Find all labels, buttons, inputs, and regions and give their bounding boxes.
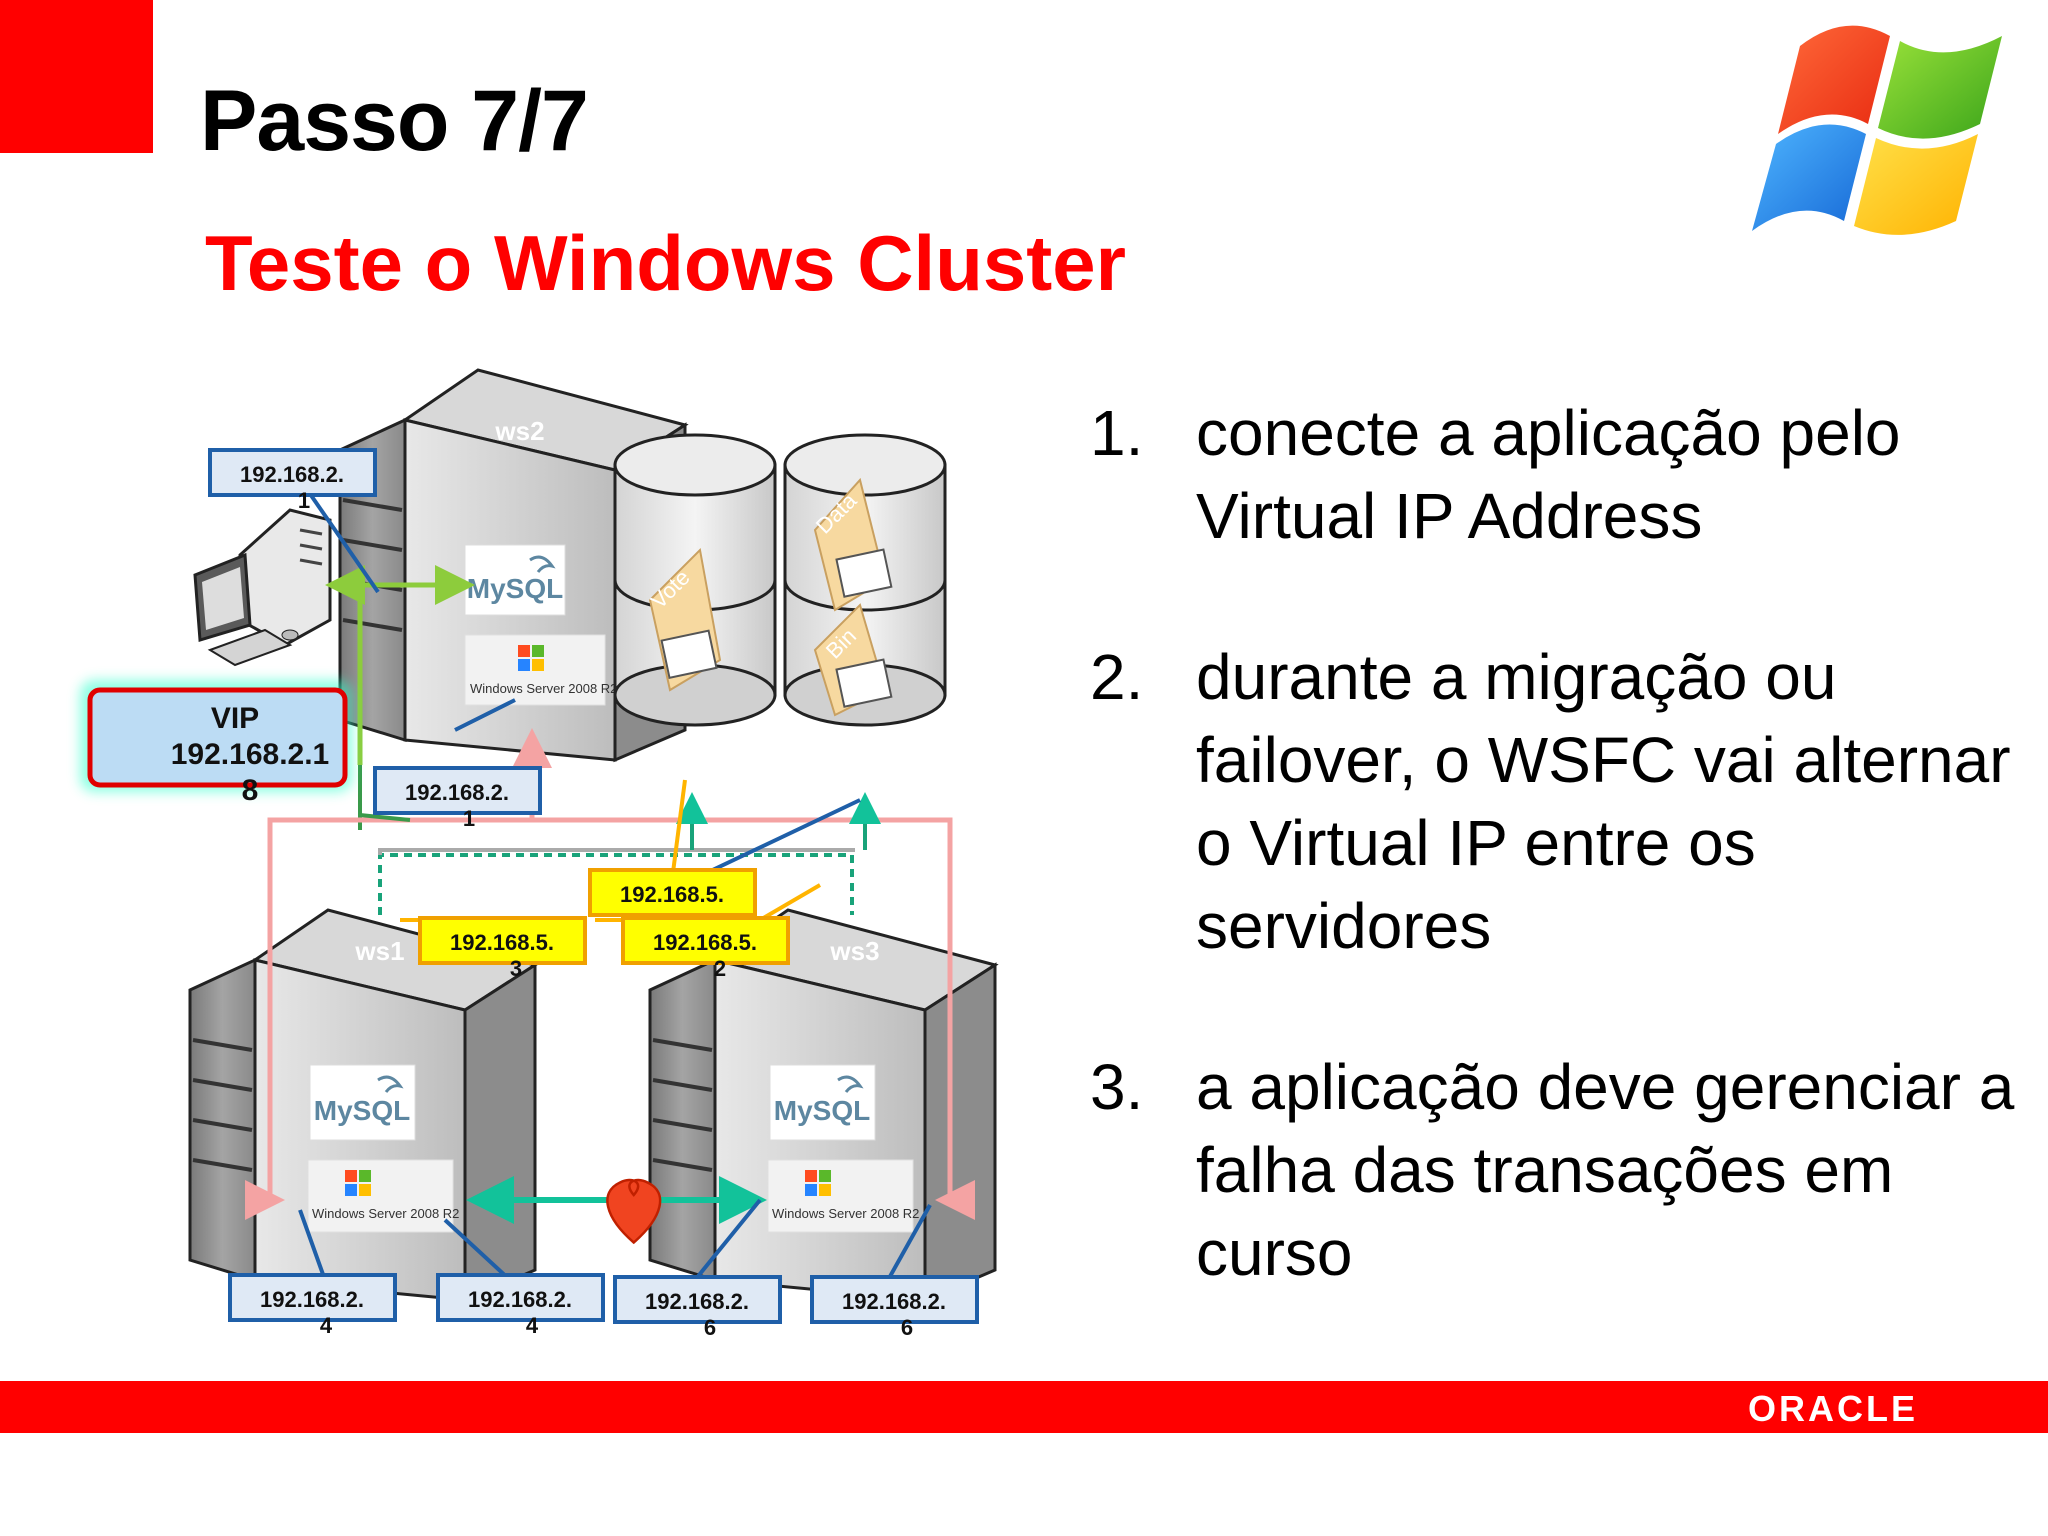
server-name-ws2: ws2 (494, 416, 544, 446)
step-text: conecte a aplicação pelo Virtual IP Addr… (1196, 397, 1901, 552)
step-text: a aplicação deve gerenciar a falha das t… (1196, 1051, 2015, 1289)
ws3-windows-badge: Windows Server 2008 R2 (767, 1159, 919, 1233)
oracle-logo: ORACLE (1748, 1388, 1918, 1429)
step-text: durante a migração ou failover, o WSFC v… (1196, 641, 2011, 962)
svg-text:192.168.5.: 192.168.5. (653, 930, 757, 955)
svg-text:192.168.2.: 192.168.2. (645, 1289, 749, 1314)
ip-label-ws3-right: 192.168.2. 6 (810, 1275, 979, 1340)
shared-disk-vote: Vote (613, 433, 777, 727)
step-item: 3. a aplicação deve gerenciar a falha da… (1090, 1046, 2040, 1295)
svg-text:4: 4 (526, 1313, 539, 1338)
ip-label-ws2-public: 192.168.2. 1 (373, 766, 542, 831)
slide-subtitle: Teste o Windows Cluster (205, 219, 1126, 307)
ws1-windows-badge: Windows Server 2008 R2 (307, 1159, 459, 1233)
step-number: 1. (1090, 397, 1144, 469)
svg-text:4: 4 (320, 1313, 333, 1338)
svg-text:2: 2 (714, 956, 726, 981)
heart-icon (606, 1178, 662, 1245)
ws3-mysql-badge: MySQL (769, 1064, 876, 1141)
corner-red-square (0, 0, 153, 153)
svg-text:192.168.2.: 192.168.2. (240, 462, 344, 487)
ip-label-ws3-left: 192.168.2. 6 (613, 1275, 782, 1340)
svg-text:192.168.2.: 192.168.2. (842, 1289, 946, 1314)
svg-text:192.168.2.: 192.168.2. (468, 1287, 572, 1312)
footer-bar (0, 1381, 2048, 1433)
client-computer (193, 508, 332, 667)
svg-text:192.168.5.: 192.168.5. (450, 930, 554, 955)
ip-label-ws3-private: 192.168.5. 2 (621, 916, 790, 981)
svg-text:192.168.5.: 192.168.5. (620, 882, 724, 907)
ws2-windows-badge: Windows Server 2008 R2 (464, 634, 617, 706)
svg-text:1: 1 (298, 488, 310, 513)
ip-label-ws1-right: 192.168.2. 4 (436, 1273, 605, 1338)
server-name-ws1: ws1 (354, 936, 404, 966)
step-item: 2. durante a migração ou failover, o WSF… (1090, 636, 2040, 968)
mysql-logo-text: MySQL (467, 573, 563, 604)
shared-disk-data: Data Bin (783, 433, 947, 727)
windows-server-text: Windows Server 2008 R2 (470, 681, 617, 696)
server-name-ws3: ws3 (829, 936, 879, 966)
svg-text:1: 1 (463, 806, 475, 831)
ip-label-ws2-private: 192.168.5. (588, 868, 757, 917)
vip-title: VIP (211, 702, 259, 735)
vip-box: VIP 192.168.2.1 8 (80, 680, 352, 807)
vip-address-wrap: 8 (242, 774, 259, 807)
mysql-logo-text: MySQL (774, 1095, 870, 1126)
vip-address: 192.168.2.1 (171, 738, 329, 771)
ip-label-ws1-private: 192.168.5. 3 (418, 916, 587, 981)
windows-logo-icon (1752, 25, 2002, 235)
ws1-mysql-badge: MySQL (309, 1064, 416, 1141)
cluster-diagram: ws2 MySQL Windows Server 2008 R2 Vote Da… (80, 368, 999, 1340)
mysql-logo-text: MySQL (314, 1095, 410, 1126)
svg-text:192.168.2.: 192.168.2. (260, 1287, 364, 1312)
slide-title: Passo 7/7 (200, 73, 589, 169)
svg-text:3: 3 (510, 956, 522, 981)
step-item: 1. conecte a aplicação pelo Virtual IP A… (1090, 392, 2040, 558)
step-number: 3. (1090, 1051, 1144, 1123)
ip-label-client: 192.168.2. 1 (208, 448, 377, 513)
steps-list: 1. conecte a aplicação pelo Virtual IP A… (1090, 392, 2040, 1373)
svg-text:6: 6 (704, 1315, 716, 1340)
windows-server-text: Windows Server 2008 R2 (312, 1206, 459, 1221)
step-number: 2. (1090, 641, 1144, 713)
windows-server-text: Windows Server 2008 R2 (772, 1206, 919, 1221)
ws2-mysql-badge: MySQL (464, 544, 566, 616)
svg-text:192.168.2.: 192.168.2. (405, 780, 509, 805)
svg-text:6: 6 (901, 1315, 913, 1340)
ip-label-ws1-left: 192.168.2. 4 (228, 1273, 397, 1338)
